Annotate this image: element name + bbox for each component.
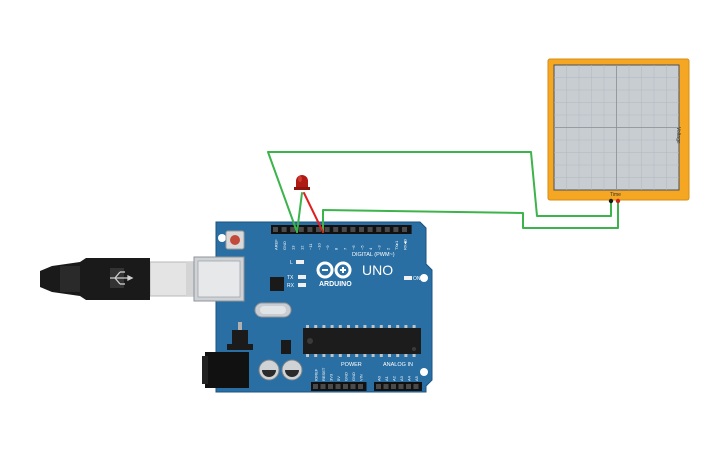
capacitor [258,359,280,381]
usb-cable[interactable] [40,258,197,300]
digital-pin-label: ~3 [377,245,382,250]
oscilloscope[interactable]: Time Voltage [547,58,690,204]
digital-pin[interactable] [281,227,287,232]
led-l [296,260,304,264]
reset-button[interactable] [225,230,245,250]
power-pin-label: GND [344,372,349,381]
digital-pin[interactable] [307,227,313,232]
power-pin-label: VIN [359,374,364,381]
capacitor [281,359,303,381]
digital-pin[interactable] [298,227,304,232]
analog-pin[interactable] [398,384,404,389]
analog-pin[interactable] [406,384,411,389]
on-label: ON [413,276,421,282]
power-pin-label: 3V3 [329,373,334,381]
digital-pin-label: ~11 [308,243,313,250]
power-pin[interactable] [358,384,363,389]
led-tx [298,275,306,279]
digital-pin-label: 8 [334,247,339,250]
analog-pin-label: A3 [399,375,404,381]
digital-pin[interactable] [316,227,321,232]
scope-time-label: Time [610,192,621,198]
l-label: L [290,260,293,266]
digital-pin-label: GND [282,241,287,250]
crystal-oscillator [254,302,292,318]
digital-pin-label: ~6 [351,245,356,250]
digital-pin[interactable] [341,227,347,232]
analog-pin-label: A2 [392,375,397,381]
digital-pin-label: ~10 [317,242,322,250]
digital-pin[interactable] [359,227,364,232]
ground-wire[interactable] [267,151,612,233]
arduino-uno-board[interactable]: L TX RX ON ARDUINO UNO DIGITAL (PWM~) PO… [193,221,433,393]
digital-pin[interactable] [324,227,330,232]
power-pin-label: GND [351,372,356,381]
digital-pin-label: 4 [368,247,373,250]
power-pin-label: 5V [336,376,341,381]
analog-pin[interactable] [383,384,389,389]
circuit-wires [267,151,619,233]
led-on [404,276,412,280]
analog-pin-label: A0 [377,375,382,381]
led-cathode-wire[interactable] [296,192,303,233]
power-label: POWER [341,362,362,368]
brand-label: ARDUINO [319,281,352,288]
power-jack [202,352,249,388]
analog-pin-label: A5 [414,375,419,381]
digital-pin[interactable] [367,227,373,232]
tx-label: TX [287,275,294,281]
microcontroller-chip [303,325,421,357]
voltage-regulator [227,322,253,350]
digital-pin-label: 2 [385,247,390,250]
digital-pin-label: ~5 [360,245,365,250]
scope-signal-terminal[interactable] [615,198,621,204]
led-rx [298,283,306,287]
mounting-hole [420,368,428,376]
model-label: UNO [362,262,393,278]
digital-pin[interactable] [290,227,296,232]
digital-pin-label: 12 [299,245,304,250]
analog-pin[interactable] [391,384,396,389]
digital-pin[interactable] [333,227,339,232]
usb-icon [110,271,134,285]
digital-pin[interactable] [402,227,407,232]
power-pin[interactable] [335,384,341,389]
power-pin[interactable] [350,384,356,389]
power-pin[interactable] [343,384,348,389]
analog-pin[interactable] [413,384,419,389]
digital-pin-label: TX▸1 [394,240,399,250]
mounting-hole [218,234,226,242]
analog-pin[interactable] [376,384,381,389]
power-pin[interactable] [328,384,333,389]
led-anode-wire[interactable] [303,192,324,233]
power-pin-label: RESET [321,367,326,381]
arduino-logo-icon [316,261,352,279]
scope-voltage-label: Voltage [675,127,681,144]
analog-pin-label: A1 [384,375,389,381]
digital-pin-label: 13 [291,245,296,250]
signal-wire[interactable] [322,200,619,233]
analog-pin-label: A4 [407,375,412,381]
power-pin[interactable] [313,384,318,389]
power-pin-label: IOREF [314,368,319,381]
digital-pin[interactable] [384,227,390,232]
scope-ground-terminal[interactable] [608,198,614,204]
digital-pin-label: RX◀0 [403,238,408,250]
usb-chip [270,277,284,291]
red-led[interactable] [294,175,310,190]
digital-pin-label: 7 [342,247,347,250]
digital-pin[interactable] [350,227,356,232]
digital-pin[interactable] [273,227,278,232]
rx-label: RX [287,283,295,289]
smd-component [281,340,291,354]
digital-pin-label: AREF [274,239,279,250]
digital-pin[interactable] [393,227,399,232]
analog-label: ANALOG IN [383,362,413,368]
mounting-hole [420,274,428,282]
digital-pin-label: ~9 [325,245,330,250]
digital-pin[interactable] [376,227,382,232]
digital-header-label: DIGITAL (PWM~) [352,252,395,258]
power-pin[interactable] [320,384,326,389]
